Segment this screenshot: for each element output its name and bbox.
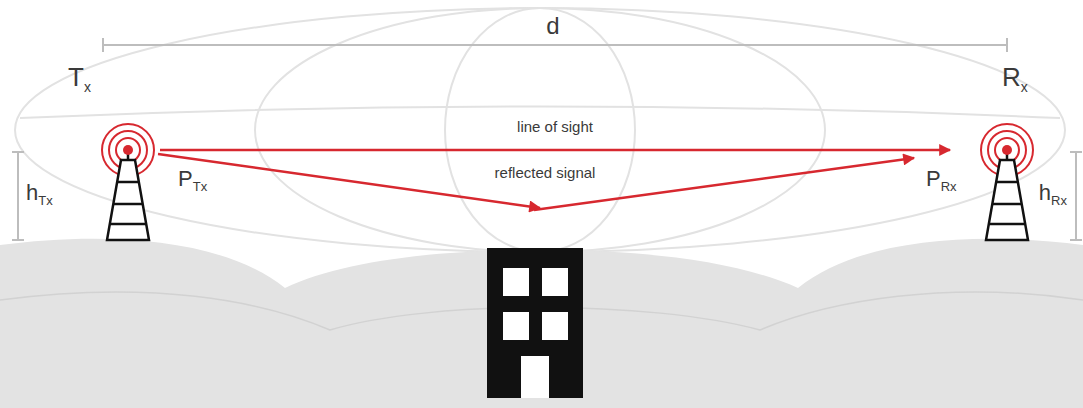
- antenna-station: Rx: [950, 62, 1065, 240]
- globe: [15, 8, 1065, 252]
- signal-arrow: [160, 149, 950, 152]
- antenna-tower: [981, 124, 1033, 240]
- height-bracket: [12, 152, 1082, 240]
- station-label: Tx: [68, 62, 160, 96]
- signal-label: PRx: [926, 166, 957, 195]
- parallel: [20, 107, 1060, 119]
- dimension-line: [103, 38, 1007, 52]
- building: [487, 248, 583, 398]
- signal-label: hRx: [1039, 180, 1067, 209]
- station-label: Rx: [1002, 62, 1065, 96]
- dimension-label: d: [546, 12, 559, 41]
- antenna-tower: [102, 124, 154, 240]
- window: [503, 312, 529, 340]
- signal-label: PTx: [178, 166, 207, 195]
- edge-label: line of sight: [517, 118, 593, 136]
- door: [521, 356, 549, 398]
- window: [503, 268, 529, 296]
- ground: [0, 239, 1083, 408]
- signal-label: reflected signal: [495, 164, 596, 182]
- reflected-path: [158, 154, 914, 210]
- antenna-station: Tx: [60, 62, 160, 240]
- window: [542, 312, 568, 340]
- signal-label: hTx: [26, 180, 53, 209]
- building-body: [487, 248, 583, 398]
- window: [542, 268, 568, 296]
- globe-outline: [15, 8, 1065, 252]
